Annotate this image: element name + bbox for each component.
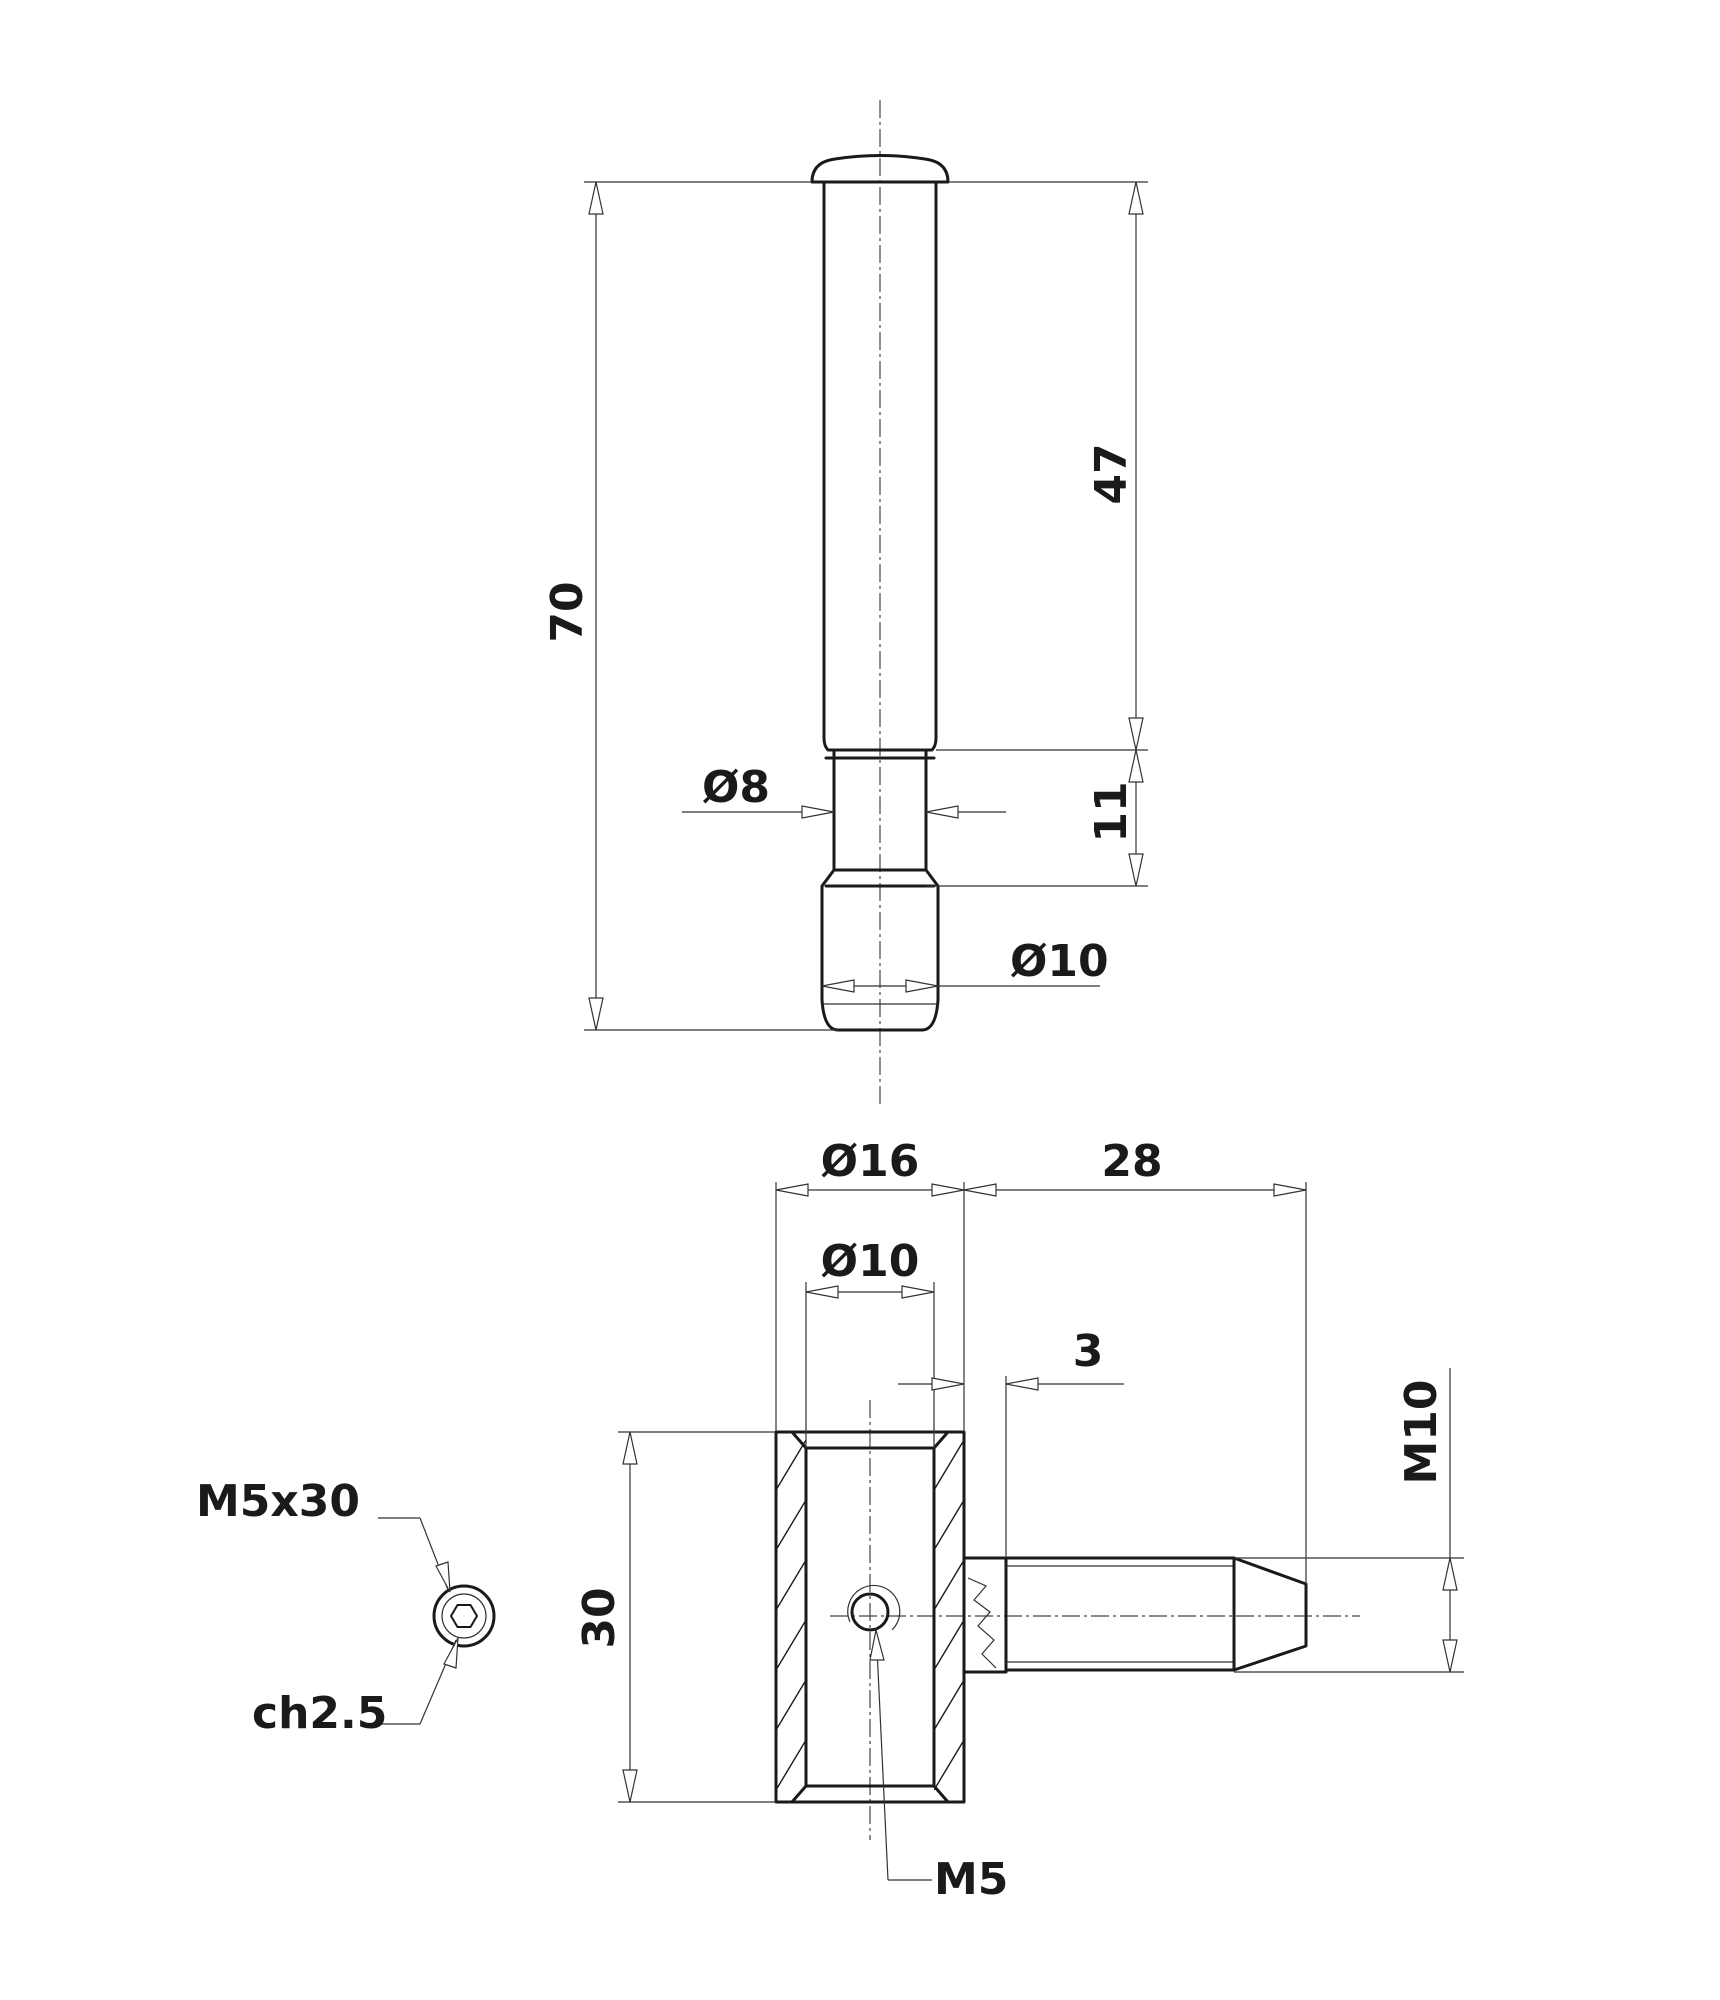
- pin-shaft: [822, 180, 938, 752]
- pin-groove: [832, 748, 928, 872]
- dim-set-screw-label: M5: [934, 1854, 1008, 1905]
- sleeve-body: [774, 1430, 966, 1804]
- set-screw-thread-arc: [847, 1584, 901, 1631]
- break-line: [967, 1577, 997, 1669]
- screw-head-inner: [441, 1593, 487, 1639]
- dim-sleeve-diameter-label: Ø16: [821, 1136, 920, 1187]
- dim-shoulder: 3: [898, 1326, 1124, 1558]
- right-wall-hatching: [934, 1439, 964, 1791]
- dim-tip-diameter-label: Ø10: [1010, 936, 1109, 987]
- hinge-pin-view: 70 47 11 Ø8: [542, 100, 1148, 1105]
- dim-overall-length-label: 70: [542, 581, 593, 642]
- dim-sleeve-length: 30: [574, 1431, 776, 1803]
- dim-groove-length-label: 11: [1086, 781, 1137, 842]
- dim-groove-diameter: Ø8: [682, 762, 1006, 819]
- threaded-stud: [962, 1556, 1308, 1674]
- dim-groove-diameter-label: Ø8: [702, 762, 770, 813]
- sleeve-bore: [790, 1430, 950, 1804]
- dim-bore-diameter-label: Ø10: [821, 1236, 920, 1287]
- dim-offset: 28: [963, 1136, 1307, 1584]
- dim-sleeve-diameter: Ø16: [775, 1136, 965, 1432]
- pin-head: [810, 154, 950, 184]
- dim-overall-length: 70: [542, 181, 838, 1031]
- dim-pin-length: 47: [936, 181, 1148, 751]
- hinge-sleeve-view: Ø16 28 Ø10 3: [574, 1136, 1464, 1905]
- dim-offset-label: 28: [1101, 1136, 1162, 1187]
- dim-thread-label: M10: [1396, 1379, 1447, 1484]
- dim-tip-diameter: Ø10: [821, 936, 1109, 993]
- set-screw-hole: [850, 1592, 890, 1632]
- set-screw-detail: M5x30 ch2.5: [196, 1476, 496, 1739]
- dim-groove-length: 11: [926, 749, 1148, 887]
- hex-size-label: ch2.5: [252, 1688, 387, 1739]
- screw-size-label: M5x30: [196, 1476, 360, 1527]
- pin-tip: [820, 868, 940, 1032]
- dim-shoulder-label: 3: [1073, 1326, 1104, 1377]
- screw-head: [432, 1584, 496, 1648]
- dim-thread: M10: [1234, 1368, 1464, 1673]
- dim-bore-diameter: Ø10: [805, 1236, 935, 1448]
- hex-socket-icon: [450, 1604, 478, 1628]
- dim-sleeve-length-label: 30: [574, 1587, 625, 1648]
- dim-pin-length-label: 47: [1086, 443, 1137, 504]
- leader-set-screw: M5: [869, 1627, 1008, 1905]
- left-wall-hatching: [776, 1439, 806, 1791]
